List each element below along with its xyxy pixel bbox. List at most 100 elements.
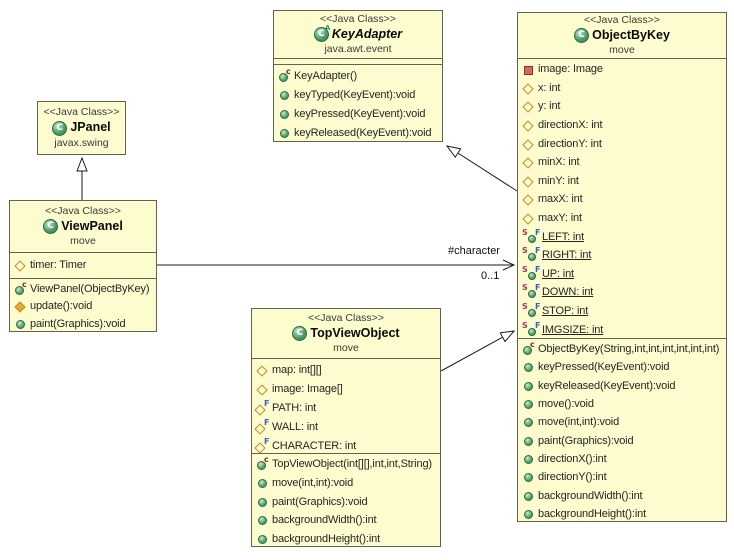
public-method-icon <box>256 532 270 546</box>
class-box-viewpanel[interactable]: <<Java Class>> C ViewPanel move timer: T… <box>9 200 157 332</box>
member-row[interactable]: directionY():int <box>518 468 726 486</box>
class-box-jpanel[interactable]: <<Java Class>> C JPanel javax.swing <box>37 101 126 155</box>
public-method-icon <box>522 434 536 448</box>
member-row[interactable]: y: int <box>518 97 726 116</box>
member-label: move(int,int):void <box>538 416 620 429</box>
class-name: TopViewObject <box>310 325 400 340</box>
member-label: keyReleased(KeyEvent):void <box>538 379 676 392</box>
attributes-compartment <box>274 59 442 65</box>
member-row[interactable]: x: int <box>518 79 726 98</box>
member-row[interactable]: map: int[][] <box>252 360 440 379</box>
final-field-icon: F <box>254 418 270 435</box>
member-label: paint(Graphics):void <box>30 317 126 330</box>
member-row[interactable]: keyReleased(KeyEvent):void <box>274 124 442 141</box>
class-icon: C <box>43 219 59 234</box>
class-box-objectbykey[interactable]: <<Java Class>> C ObjectByKey move image:… <box>517 12 727 522</box>
public-method-icon <box>278 88 292 102</box>
final-field-icon: F <box>254 399 270 416</box>
member-row[interactable]: backgroundHeight():int <box>252 530 440 546</box>
member-label: backgroundWidth():int <box>538 489 643 502</box>
member-label: backgroundWidth():int <box>272 514 377 527</box>
member-row[interactable]: minY: int <box>518 172 726 191</box>
member-label: directionY():int <box>538 471 607 484</box>
member-row[interactable]: move(int,int):void <box>518 413 726 431</box>
member-row[interactable]: paint(Graphics):void <box>518 431 726 449</box>
member-row[interactable]: move():void <box>518 395 726 413</box>
member-label: WALL: int <box>272 420 318 433</box>
class-name-row: C JPanel <box>52 120 111 136</box>
association-role-label: #character <box>448 245 500 257</box>
member-row[interactable]: paint(Graphics):void <box>10 315 156 331</box>
package-field-icon <box>522 137 536 151</box>
class-name: ObjectByKey <box>592 27 670 42</box>
member-row[interactable]: maxX: int <box>518 190 726 209</box>
public-method-icon <box>522 379 536 393</box>
constructor-icon: c <box>278 67 292 83</box>
member-row[interactable]: update():void <box>10 298 156 316</box>
member-row[interactable]: paint(Graphics):void <box>252 492 440 511</box>
class-package: move <box>333 342 359 355</box>
package-field-icon <box>522 211 536 225</box>
member-row[interactable]: backgroundWidth():int <box>518 486 726 504</box>
member-row[interactable]: move(int,int):void <box>252 474 440 493</box>
member-row[interactable]: keyPressed(KeyEvent):void <box>518 358 726 376</box>
member-label: TopViewObject(int[][],int,int,String) <box>272 458 432 471</box>
member-label: keyReleased(KeyEvent):void <box>294 127 432 140</box>
member-row[interactable]: image: Image[] <box>252 379 440 398</box>
class-name: ViewPanel <box>61 218 123 233</box>
final-field-icon: F <box>254 437 270 453</box>
member-row[interactable]: keyPressed(KeyEvent):void <box>274 104 442 123</box>
member-row[interactable]: image: Image <box>518 60 726 79</box>
public-method-icon <box>522 452 536 466</box>
member-row[interactable]: keyTyped(KeyEvent):void <box>274 85 442 104</box>
class-icon: C <box>574 28 590 43</box>
member-row[interactable]: directionX():int <box>518 450 726 468</box>
package-method-icon <box>14 299 28 314</box>
member-row[interactable]: backgroundHeight():int <box>518 505 726 521</box>
package-field-icon <box>256 382 270 396</box>
member-row[interactable]: directionX: int <box>518 116 726 135</box>
member-row[interactable]: maxY: int <box>518 209 726 228</box>
member-row[interactable]: directionY: int <box>518 134 726 153</box>
member-row[interactable]: backgroundWidth():int <box>252 511 440 530</box>
member-row[interactable]: timer: Timer <box>10 254 156 276</box>
class-package: javax.swing <box>54 136 109 149</box>
stereotype-label: <<Java Class>> <box>308 311 384 324</box>
member-row[interactable]: keyReleased(KeyEvent):void <box>518 377 726 395</box>
member-label: LEFT: int <box>542 230 585 243</box>
public-method-icon <box>14 317 28 331</box>
member-label: CHARACTER: int <box>272 439 357 452</box>
member-label: STOP: int <box>542 305 589 318</box>
class-name-row: C ObjectByKey <box>574 28 670 44</box>
member-label: move(int,int):void <box>272 477 354 490</box>
member-row[interactable]: minX: int <box>518 153 726 172</box>
member-label: paint(Graphics):void <box>272 495 368 508</box>
member-label: maxY: int <box>538 212 582 225</box>
package-field-icon <box>522 118 536 132</box>
package-field-icon <box>522 99 536 114</box>
member-label: directionX():int <box>538 452 607 465</box>
public-method-icon <box>278 126 292 140</box>
class-box-topviewobject[interactable]: <<Java Class>> C TopViewObject move map:… <box>251 308 441 547</box>
